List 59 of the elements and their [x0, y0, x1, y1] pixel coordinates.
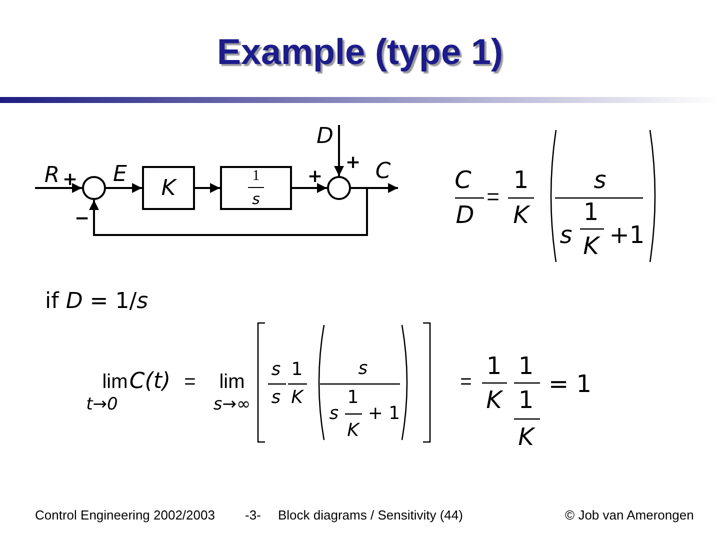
math-symbol: s	[560, 223, 572, 247]
math-number: 1	[291, 361, 303, 379]
math-operator: =	[460, 372, 472, 392]
math-number: +1	[609, 223, 645, 247]
signal-name: E	[113, 164, 127, 186]
math-number: = 1	[548, 372, 592, 396]
math-symbol: C	[454, 168, 472, 192]
math-number: 1	[583, 200, 599, 224]
block-gain: K	[161, 176, 176, 200]
sign-label: +	[62, 171, 78, 189]
summing-junction	[327, 176, 351, 200]
math-symbol: K	[513, 203, 529, 227]
sign-label: +	[345, 154, 361, 172]
footer-text: © Job van Amerongen	[565, 508, 694, 522]
footer-text: Control Engineering 2002/2003	[35, 508, 215, 522]
math-symbol: C(t)	[129, 371, 171, 393]
math-symbol: s	[358, 360, 368, 378]
signal-arrow	[35, 183, 82, 193]
math-symbol: s	[329, 405, 339, 423]
condition-text: if D = 1/s	[45, 291, 148, 313]
math-symbol: K	[583, 234, 599, 258]
signal-name: C	[375, 161, 391, 183]
numerator: 1	[252, 168, 260, 185]
summing-junction	[82, 176, 106, 200]
transfer-block	[142, 166, 195, 210]
slide-title: Example (type 1)	[216, 34, 504, 70]
signal-name: R	[44, 165, 60, 187]
math-symbol: s	[594, 168, 606, 192]
math-number: 1	[486, 354, 502, 378]
math-symbol: K	[291, 389, 303, 407]
math-symbol: K	[347, 422, 359, 440]
math-symbol: K	[486, 388, 502, 412]
math-symbol: D	[456, 203, 474, 227]
sign-label: −	[74, 210, 90, 228]
math-symbol: t→0	[86, 396, 118, 414]
math-symbol: K	[518, 425, 534, 449]
page-number: -3-	[245, 508, 261, 522]
transfer-block	[220, 166, 292, 210]
math-number: 1	[518, 388, 534, 412]
math-number: + 1	[368, 405, 400, 423]
signal-arrow	[195, 183, 220, 193]
math-number: 1	[518, 354, 534, 378]
signal-arrow	[106, 183, 142, 193]
denominator: s	[252, 190, 260, 208]
math-symbol: s→∞	[213, 396, 251, 414]
footer-text: Block diagrams / Sensitivity (44)	[278, 508, 463, 522]
math-symbol: s	[271, 361, 281, 379]
math-symbol: s	[271, 389, 281, 407]
sign-label: +	[307, 168, 323, 186]
math-number: 1	[513, 168, 529, 192]
signal-arrow	[334, 125, 344, 176]
signal-arrow	[89, 187, 368, 236]
math-operator: lim	[102, 372, 128, 392]
signal-arrow	[292, 183, 327, 193]
math-number: 1	[347, 389, 359, 407]
math-operator: lim	[219, 372, 245, 392]
signal-name: D	[316, 126, 334, 148]
math-operator: =	[184, 372, 196, 392]
math-operator: =	[486, 186, 500, 208]
